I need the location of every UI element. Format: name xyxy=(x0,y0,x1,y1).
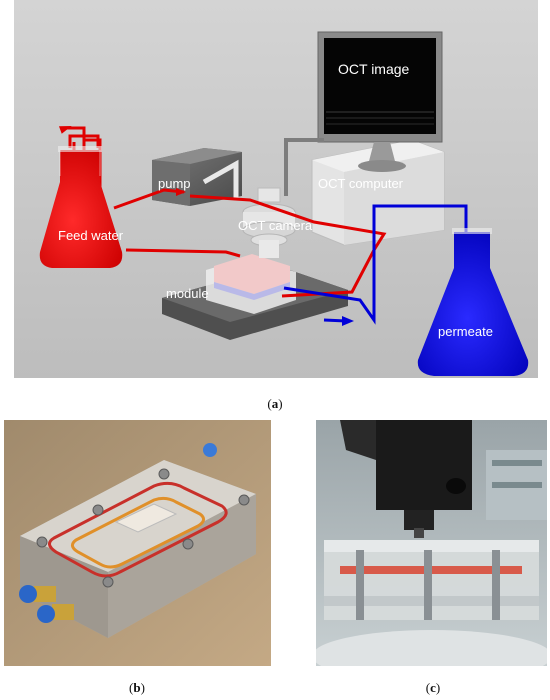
label-module: module xyxy=(166,286,209,301)
schematic-panel-a: OCT image OCT computer pump OCT camera F… xyxy=(14,0,538,378)
module xyxy=(206,254,296,314)
label-oct-computer: OCT computer xyxy=(318,176,404,191)
oct-computer xyxy=(311,139,445,246)
caption-b: (b) xyxy=(129,680,145,695)
permeate-flow-arrow xyxy=(342,316,354,326)
blue-fittings xyxy=(19,443,217,623)
schematic-svg: OCT image OCT computer pump OCT camera F… xyxy=(14,0,538,378)
oct-camera-photo xyxy=(340,420,472,538)
oct-monitor xyxy=(317,31,443,172)
oct-image-screen xyxy=(324,38,436,134)
stage-plate xyxy=(316,630,547,666)
permeate-lines xyxy=(283,204,468,325)
feed-water-flask xyxy=(39,146,123,268)
permeate-flask xyxy=(417,228,529,376)
caption-c: (c) xyxy=(425,680,441,695)
photo-panel-b xyxy=(4,420,271,666)
flow-channel xyxy=(48,481,228,578)
pump-pipe xyxy=(202,159,239,200)
label-oct-image: OCT image xyxy=(338,61,410,77)
photo-panel-c xyxy=(316,420,547,666)
label-permeate: permeate xyxy=(438,324,493,339)
feed-flow-arrow xyxy=(176,188,186,196)
module-photo xyxy=(4,420,271,666)
camera-photo xyxy=(316,420,547,666)
screws xyxy=(36,468,250,588)
label-oct-camera: OCT camera xyxy=(238,218,313,233)
label-feed-water: Feed water xyxy=(58,228,124,243)
caption-a: (a) xyxy=(267,396,283,411)
camera-cable xyxy=(284,138,324,196)
label-pump: pump xyxy=(158,176,191,191)
oct-camera xyxy=(242,187,296,258)
module-photo-c xyxy=(324,540,539,620)
